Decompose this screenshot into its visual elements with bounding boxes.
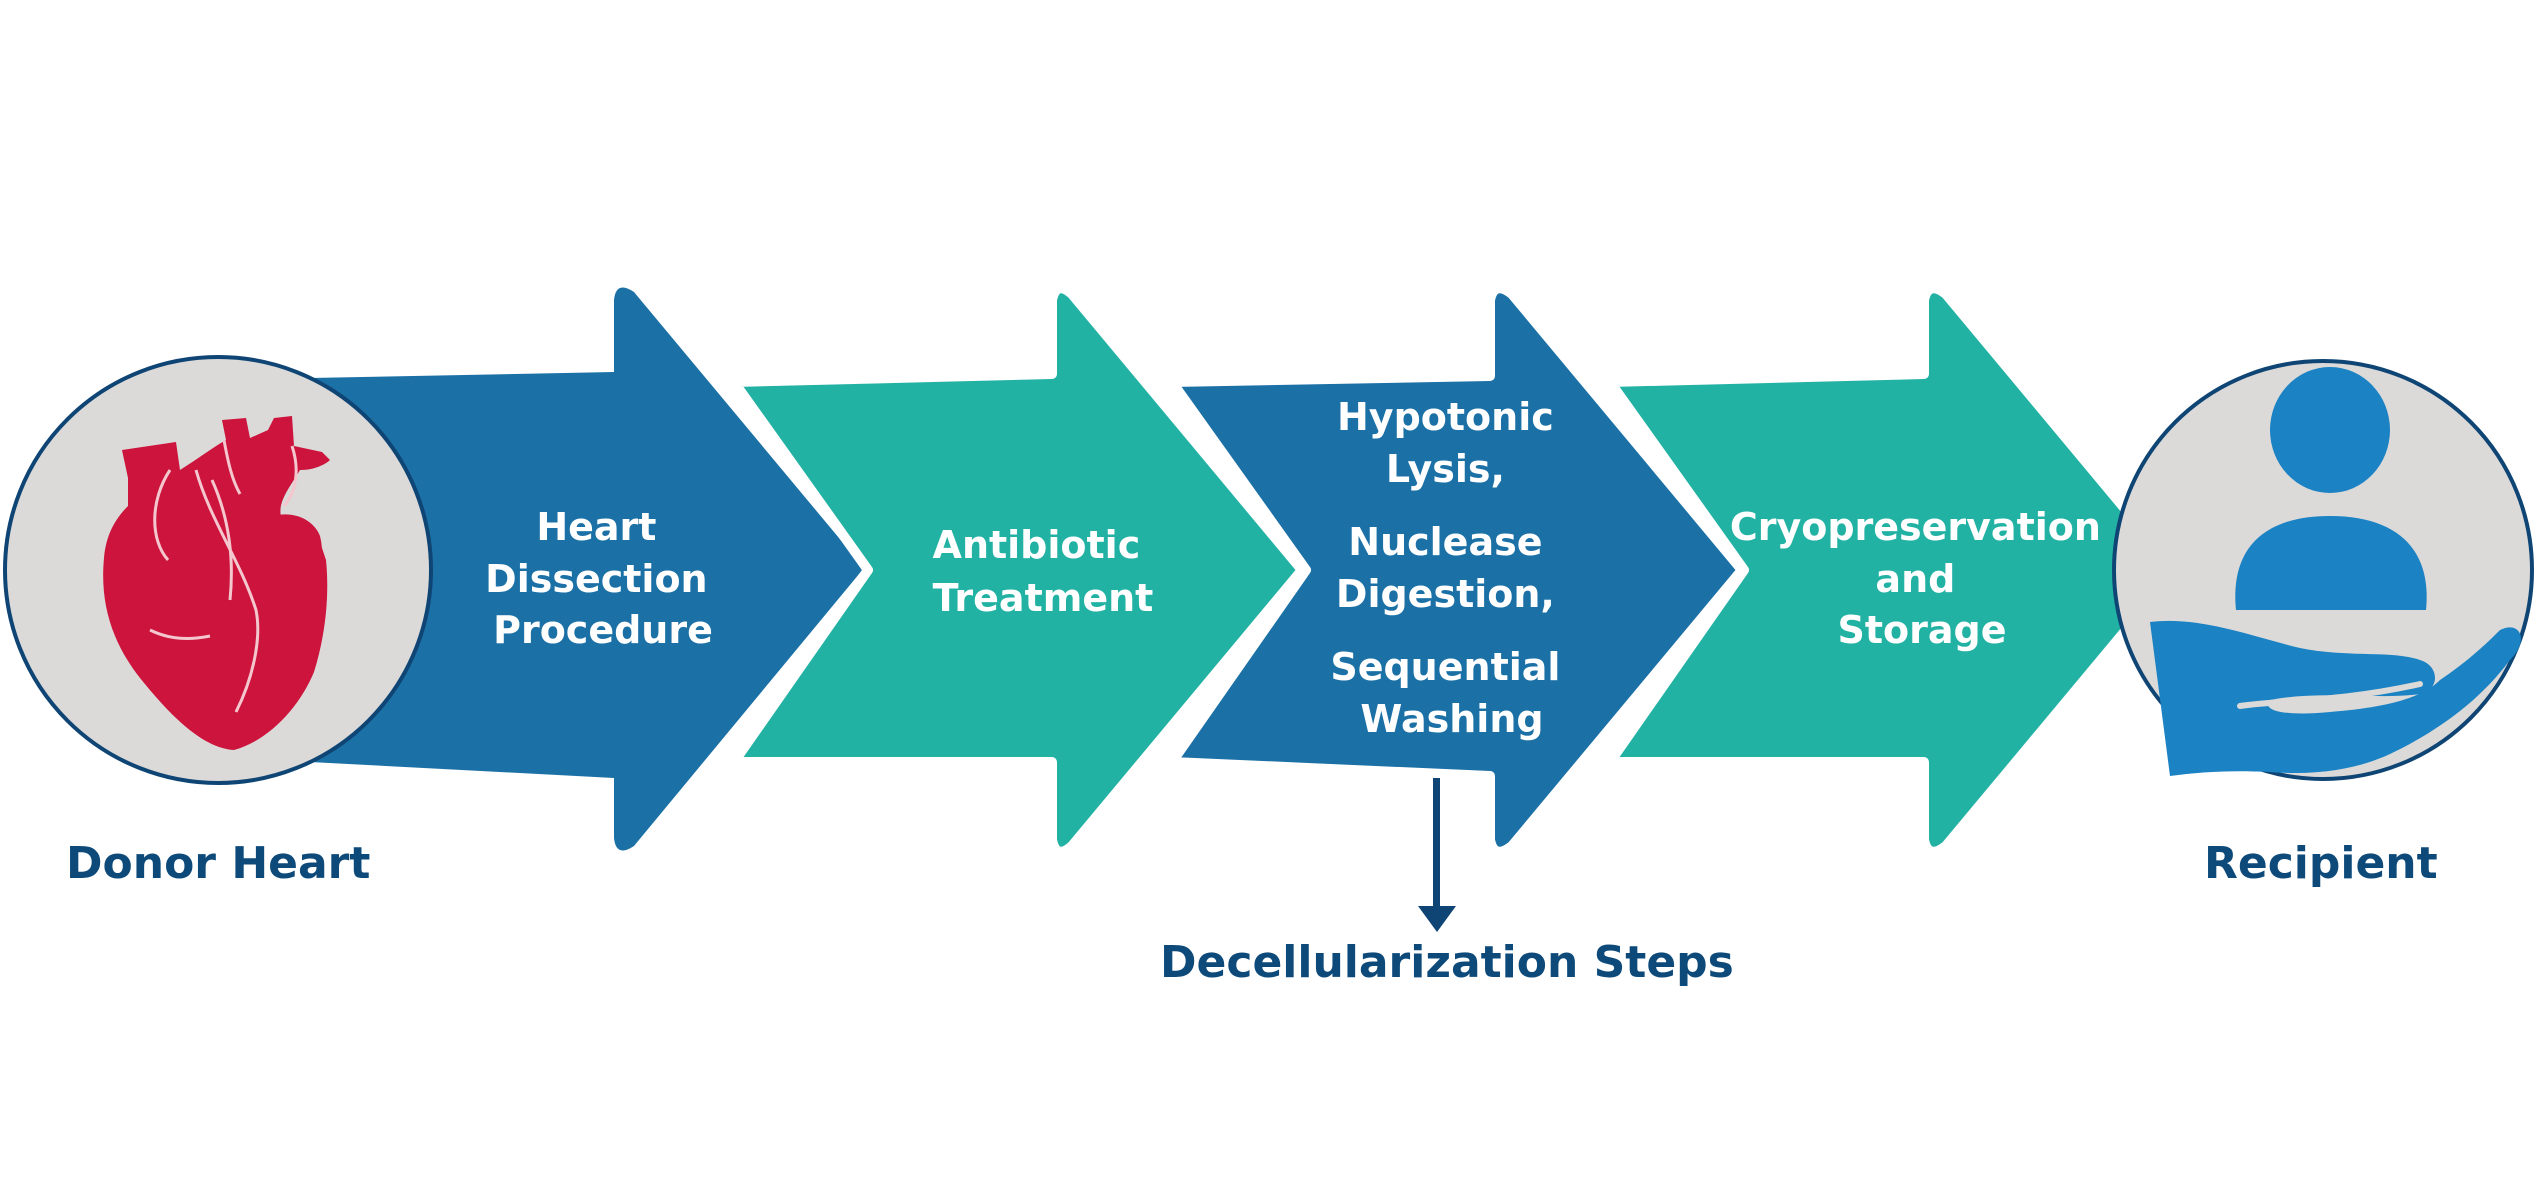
person-in-hand-icon <box>2150 367 2521 776</box>
recipient-label: Recipient <box>2204 838 2438 889</box>
step-label-heart-dissection: Heart Dissection Procedure <box>485 505 721 652</box>
step-label-cryopreservation: Cryopreservation and Storage <box>1730 505 2114 652</box>
donor-heart-label: Donor Heart <box>66 838 370 889</box>
step-arrow-cryopreservation: Cryopreservation and Storage <box>1605 283 2181 857</box>
step-arrow-decellularization: Hypotonic Lysis, Nuclease Digestion, Seq… <box>1167 283 1747 857</box>
step-label-antibiotic-treatment: Antibiotic Treatment <box>933 523 1154 620</box>
donor-heart-node <box>3 355 433 785</box>
decellularization-pointer <box>1418 778 1456 932</box>
pointer-line <box>1433 778 1440 908</box>
arrow-shape <box>729 283 1307 857</box>
step-label-decellularization: Hypotonic Lysis, Nuclease Digestion, Seq… <box>1330 395 1573 741</box>
recipient-node <box>2112 359 2534 781</box>
heart-icon <box>103 416 330 750</box>
step-arrow-antibiotic-treatment: Antibiotic Treatment <box>729 283 1307 857</box>
hand-icon <box>2150 620 2521 776</box>
arrow-shape <box>310 287 864 851</box>
decellularization-steps-label: Decellularization Steps <box>1160 937 1734 988</box>
arrow-shape <box>1605 283 2181 857</box>
arrow-shape <box>1167 283 1747 857</box>
pointer-arrowhead-icon <box>1418 906 1456 932</box>
person-body-icon <box>2235 516 2427 610</box>
step-arrow-heart-dissection: Heart Dissection Procedure <box>310 287 864 851</box>
person-head-icon <box>2270 367 2390 493</box>
